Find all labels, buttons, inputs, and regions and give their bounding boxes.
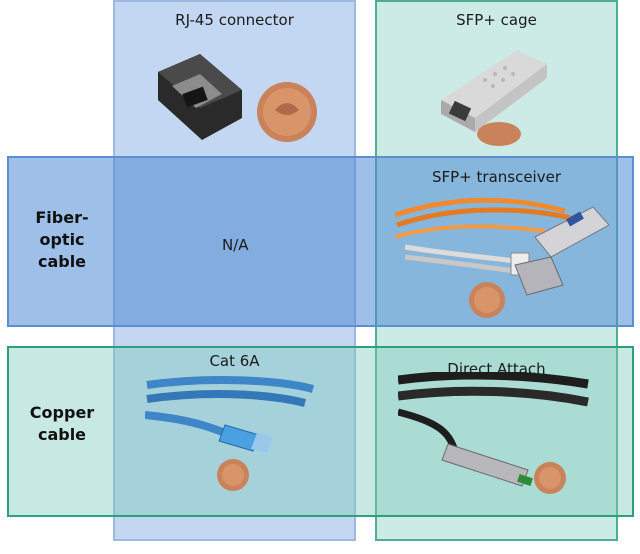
copper-rj45-cell-label: Cat 6A [209, 352, 260, 370]
fiber-row-header-line-2: optic [39, 230, 85, 249]
sfp-column-header: SFP+ cage [456, 11, 537, 29]
fiber-sfp-cell-label: SFP+ transceiver [431, 168, 561, 186]
fiber-row-header-line-1: Fiber- [35, 208, 89, 227]
copper-row-header-line-2: cable [37, 425, 87, 444]
cat6a-cable-image [145, 376, 315, 491]
direct-attach-cable-image [398, 372, 589, 494]
fiber-row-header-line-3: cable [37, 252, 87, 271]
rj45-column-header: RJ-45 connector [175, 11, 294, 29]
copper-row-header: Copper cable [12, 402, 112, 446]
copper-row-header-line-1: Copper [29, 403, 95, 422]
fiber-rj45-cell-label: N/A [222, 236, 249, 254]
sfp-cage-image [441, 50, 547, 146]
fiber-optic-row [7, 156, 634, 327]
rj45-connector-image [158, 54, 317, 142]
fiber-row-header: Fiber- optic cable [12, 207, 112, 273]
sfp-transceiver-image [395, 197, 610, 318]
